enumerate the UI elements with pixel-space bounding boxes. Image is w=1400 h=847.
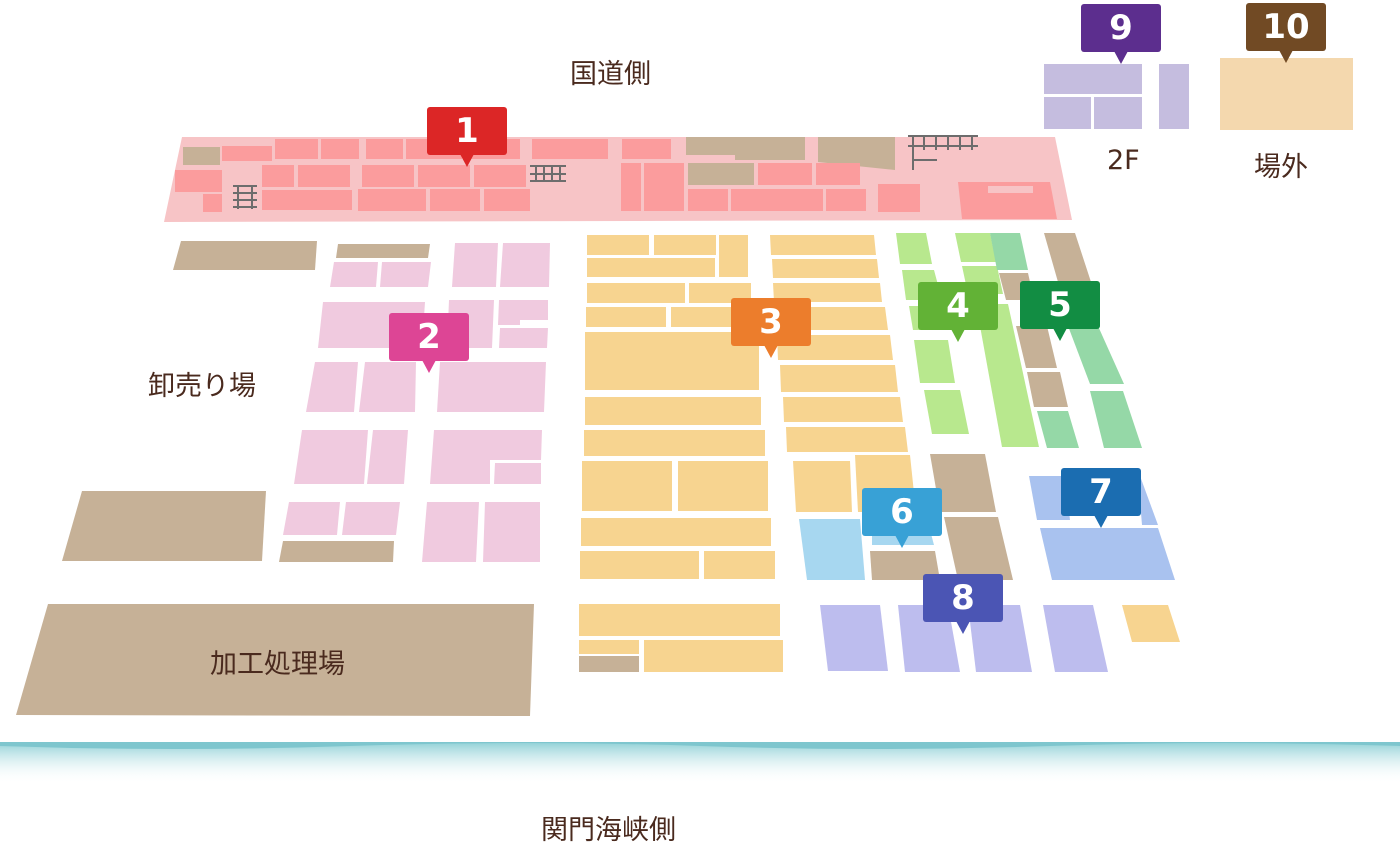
zone-8-marker[interactable]: 8 [923, 574, 1003, 634]
national-road-side-label: 国道側 [570, 59, 651, 90]
zone-5-marker[interactable]: 5 [1020, 281, 1100, 341]
sea-strait [0, 742, 1400, 784]
zone-8-area[interactable] [820, 605, 1108, 672]
zone-1-area[interactable] [164, 137, 1072, 222]
zone-5-area[interactable] [990, 233, 1142, 448]
wholesale-market-label: 卸売り場 [148, 371, 256, 402]
zone-10-offsite-area[interactable] [1220, 58, 1353, 130]
processing-plant-label: 加工処理場 [210, 649, 345, 680]
zone-2-marker[interactable]: 2 [389, 313, 469, 373]
zone-2-area[interactable] [279, 243, 550, 562]
zone-7-marker[interactable]: 7 [1061, 468, 1141, 528]
zone-9-second-floor-area[interactable] [1044, 64, 1189, 129]
zone-3-marker[interactable]: 3 [731, 298, 811, 358]
second-floor-label: 2F [1107, 145, 1140, 176]
brown-facility-blocks [62, 241, 317, 561]
offsite-label: 場外 [1254, 152, 1308, 183]
zone-7-area[interactable] [1029, 476, 1175, 580]
kanmon-strait-side-label: 関門海峡側 [541, 815, 676, 846]
zone-6-marker[interactable]: 6 [862, 488, 942, 548]
zone-4-marker[interactable]: 4 [918, 282, 998, 342]
zone-1-marker[interactable]: 1 [427, 107, 507, 167]
zone-3-area[interactable] [579, 235, 1180, 672]
zone-1-stairs [233, 135, 978, 209]
processing-plant-area[interactable] [16, 604, 534, 716]
zone-9-marker[interactable]: 9 [1081, 4, 1161, 64]
zone-10-marker[interactable]: 10 [1246, 3, 1326, 63]
